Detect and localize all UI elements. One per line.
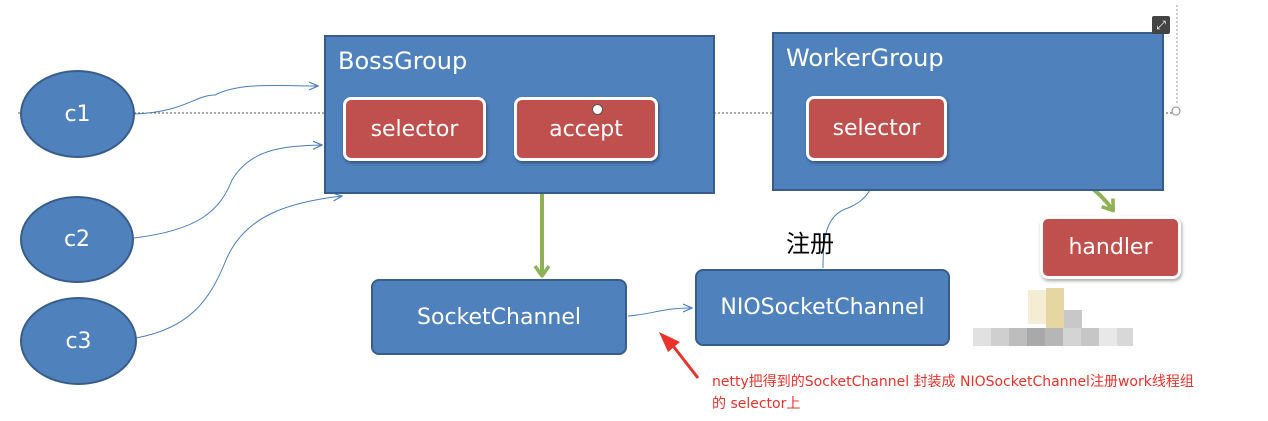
pixelated-redaction — [973, 288, 1135, 348]
annotation-line-1: netty把得到的SocketChannel 封装成 NIOSocketChan… — [712, 374, 1194, 390]
client-c3-label: c3 — [65, 328, 92, 354]
nio-socket-channel-label: NIOSocketChannel — [720, 295, 925, 320]
socketchannel-to-niosocketchannel-connector — [627, 308, 692, 317]
boss-group-title: BossGroup — [338, 47, 468, 75]
expand-icon[interactable]: ⤢ — [1152, 16, 1170, 34]
c1-to-bossgroup-connector — [133, 85, 318, 115]
annotation-arrow-head — [659, 332, 680, 352]
annotation-line-2: 的 selector上 — [712, 396, 801, 412]
annotation-arrow-line — [668, 341, 700, 379]
socket-channel-box[interactable]: SocketChannel — [371, 279, 627, 355]
socket-channel-label: SocketChannel — [417, 304, 581, 330]
handler-label: handler — [1068, 235, 1153, 260]
worker-selector-label: selector — [832, 116, 921, 141]
client-c2-label: c2 — [63, 227, 91, 252]
handler-box[interactable]: handler — [1040, 216, 1181, 279]
worker-selector-box[interactable]: selector — [806, 96, 947, 161]
boss-accept-box[interactable]: accept — [514, 97, 658, 161]
nio-socket-channel-box[interactable]: NIOSocketChannel — [695, 269, 950, 346]
boss-selector-label: selector — [370, 116, 459, 142]
c3-to-bossgroup-connector — [135, 196, 342, 339]
boss-accept-label: accept — [549, 116, 623, 142]
client-c2[interactable]: c2 — [20, 196, 134, 283]
c2-to-bossgroup-connector — [133, 145, 322, 239]
client-c3[interactable]: c3 — [20, 297, 137, 385]
boss-selector-box[interactable]: selector — [343, 97, 486, 161]
client-c1-label: c1 — [64, 101, 91, 127]
client-c1[interactable]: c1 — [20, 70, 135, 158]
worker-group-title: WorkerGroup — [786, 44, 944, 72]
annotation-text: netty把得到的SocketChannel 封装成 NIOSocketChan… — [712, 371, 1268, 415]
selection-handle-right[interactable] — [1171, 106, 1181, 116]
register-label: 注册 — [786, 230, 834, 258]
accept-connection-point[interactable] — [592, 104, 603, 115]
